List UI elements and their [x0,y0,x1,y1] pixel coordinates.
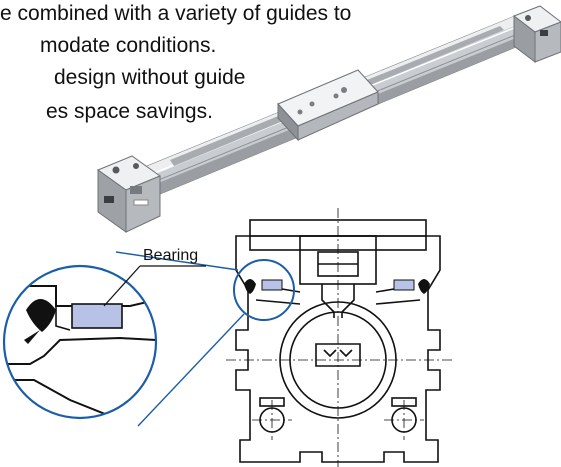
magnified-detail-ring [2,264,158,420]
magnifier-connectors [115,251,245,427]
detail-marker-circle [233,259,295,321]
left-end-cap [96,155,162,233]
text-line-4: es space savings. [46,100,213,123]
section-bearings [261,279,415,291]
text-line-2: modate conditions. [40,34,217,57]
section-seals [244,279,430,294]
magnified-detail [4,266,156,418]
text-line-3: design without guide [54,66,246,89]
slider-block [277,69,379,142]
centerlines [226,208,452,467]
right-end-cap [512,5,561,64]
bearing-callout-leader [103,265,206,307]
text-line-1: e combined with a variety of guides to [0,2,352,25]
rodless-cylinder-render [96,5,561,233]
bearing-callout-label: Bearing [143,247,199,264]
